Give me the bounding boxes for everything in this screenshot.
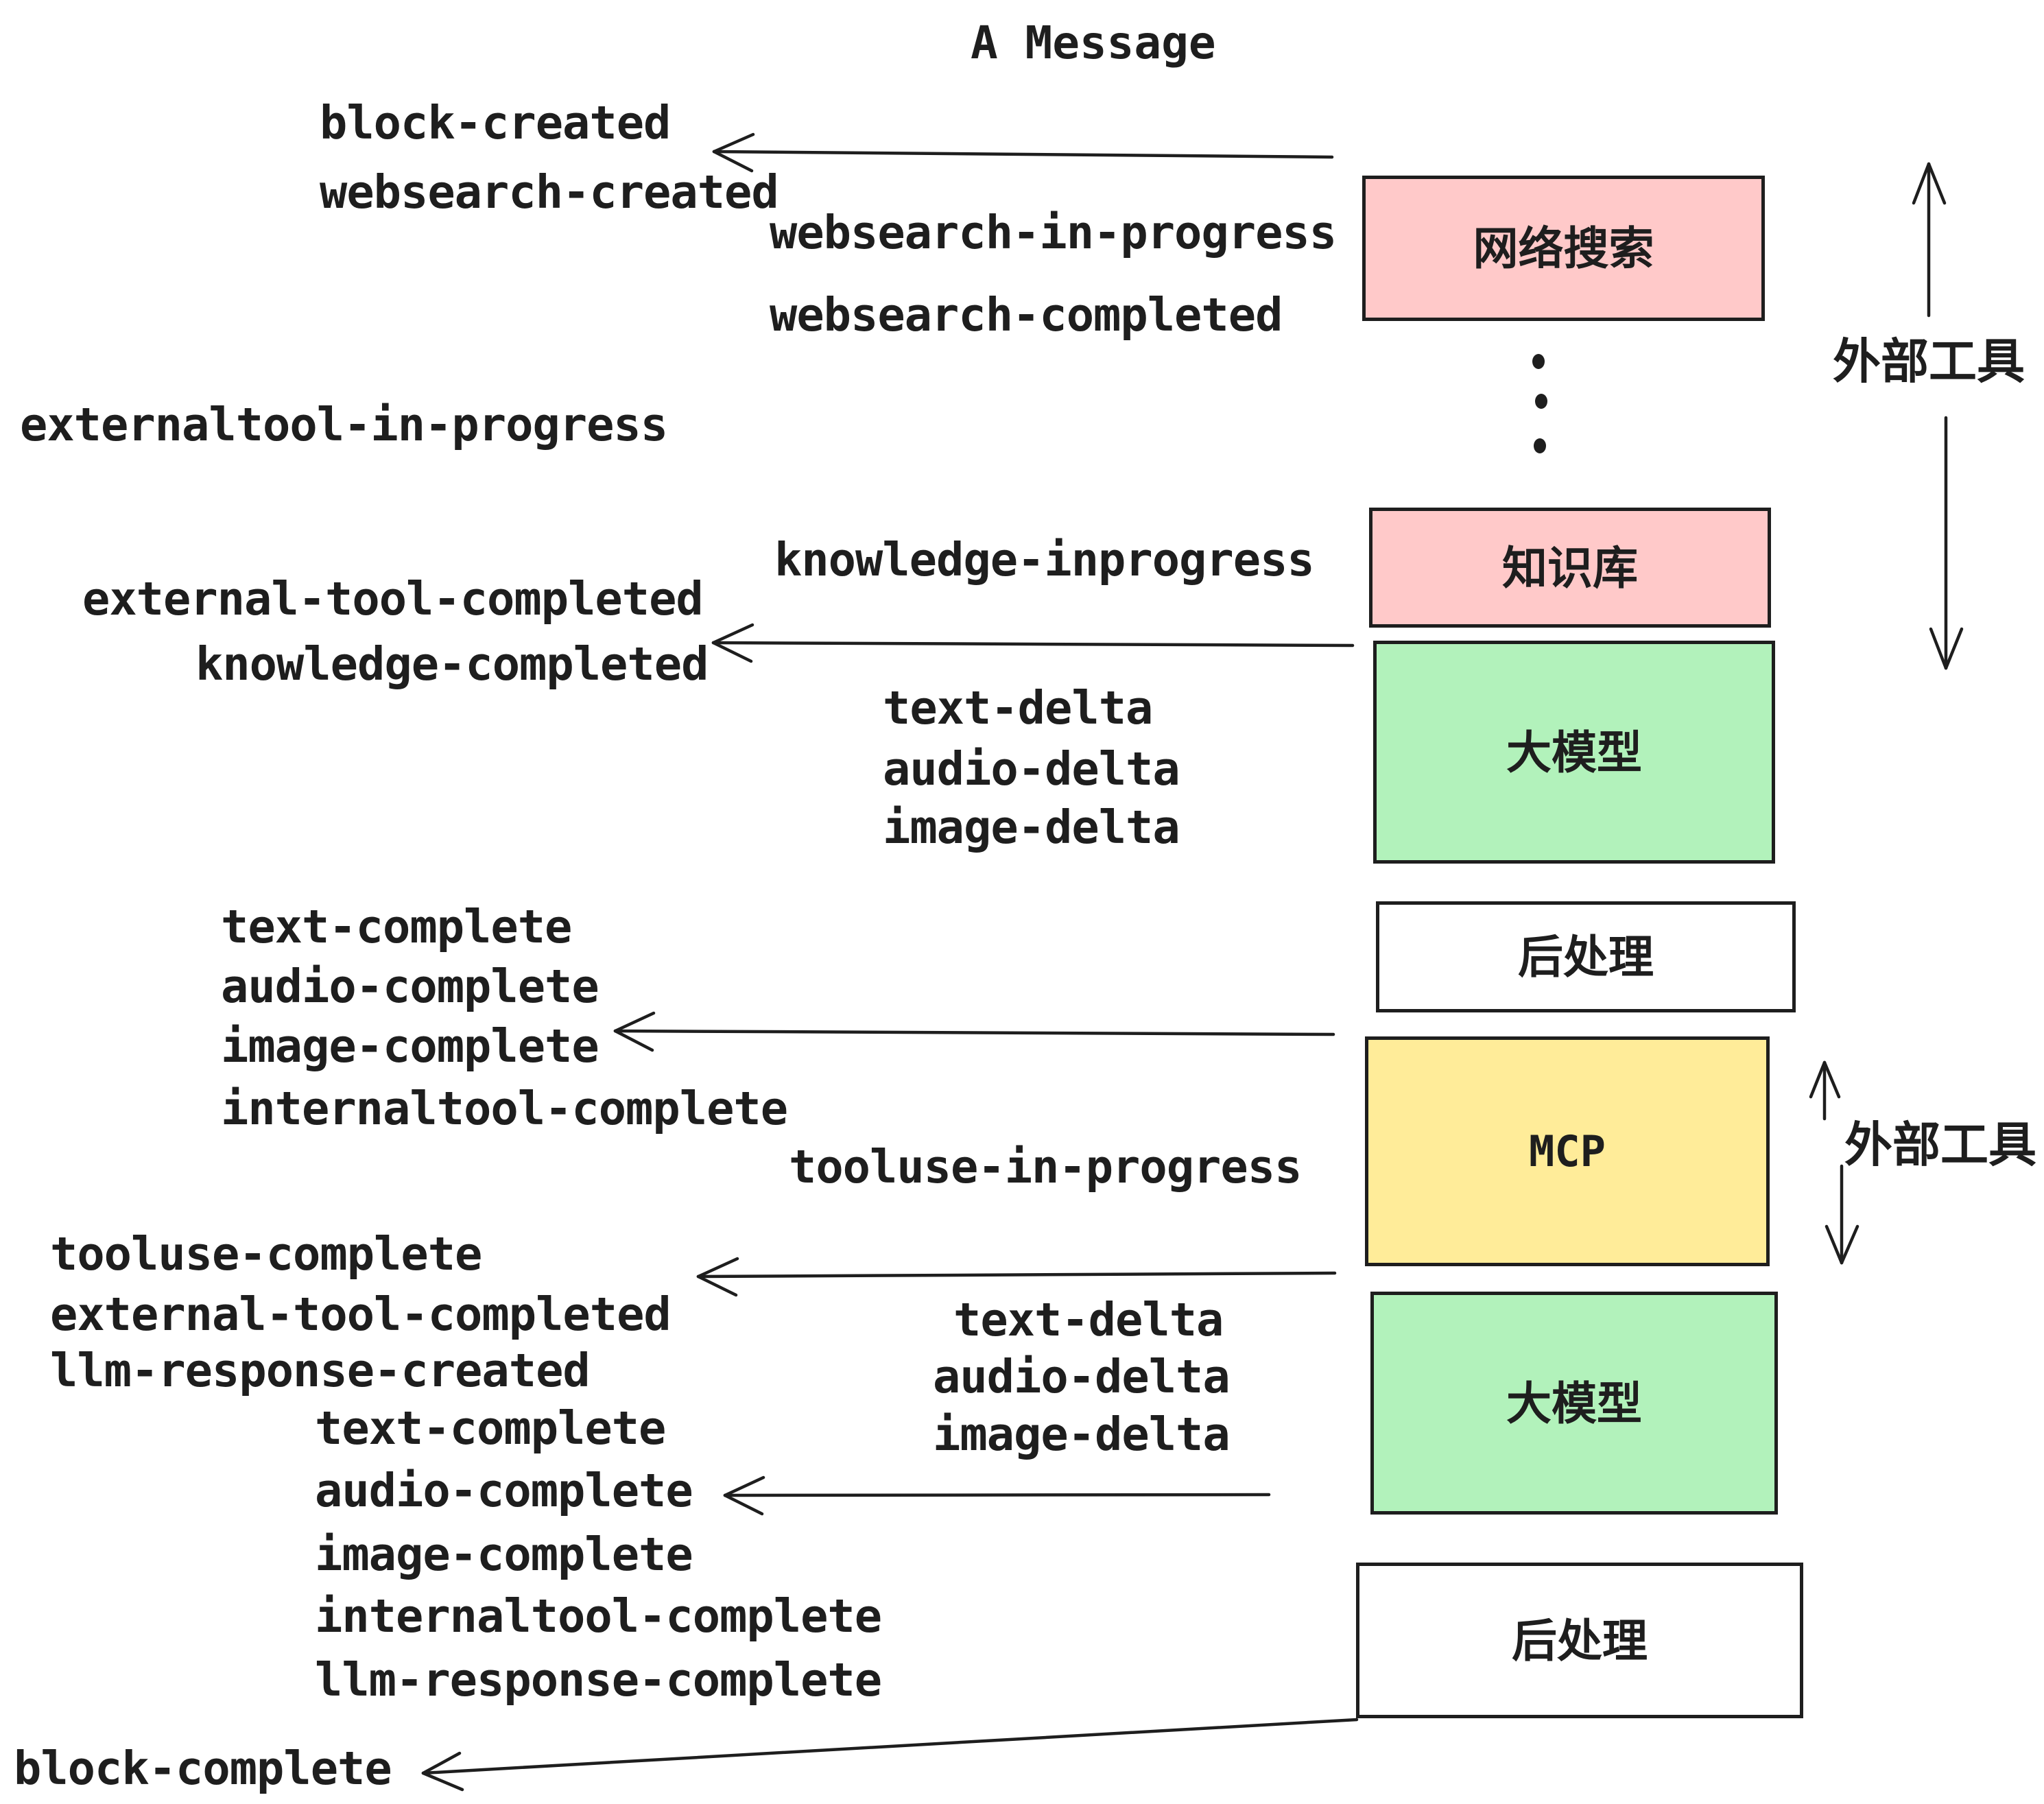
external-tools-label-top: 外部工具 <box>1833 335 2025 388</box>
box-llm-2: 大模型 <box>1370 1292 1778 1515</box>
event-audio-complete: audio-complete <box>221 960 599 1013</box>
event-text-delta: text-delta <box>883 681 1153 735</box>
box-mcp: MCP <box>1365 1036 1770 1266</box>
box-postprocess-1: 后处理 <box>1376 901 1796 1012</box>
external-tools-label-bottom: 外部工具 <box>1844 1118 2036 1172</box>
event-websearch-completed: websearch-completed <box>770 288 1283 342</box>
event-llm-response-complete: llm-response-complete <box>315 1653 882 1707</box>
box-knowledge-base-label: 知识库 <box>1502 542 1638 593</box>
box-postprocess-2-label: 后处理 <box>1512 1615 1648 1666</box>
event-knowledge-inprogress: knowledge-inprogress <box>774 533 1315 586</box>
page-title: A Message <box>971 16 1216 69</box>
event-websearch-in-progress: websearch-in-progress <box>770 206 1337 259</box>
event-block-complete: block-complete <box>14 1742 392 1795</box>
event-knowledge-completed: knowledge-completed <box>195 637 709 691</box>
box-llm-1-label: 大模型 <box>1506 726 1642 778</box>
event-block-created: block-created <box>320 96 671 150</box>
event-text-complete: text-complete <box>221 900 572 953</box>
event-audio-delta-2: audio-delta <box>933 1350 1231 1403</box>
event-tooluse-complete: tooluse-complete <box>50 1227 482 1281</box>
event-image-delta-2: image-delta <box>933 1408 1231 1461</box>
arrow-knowledge-completed-icon <box>711 623 1355 663</box>
event-internaltool-complete: internaltool-complete <box>221 1082 788 1135</box>
box-knowledge-base: 知识库 <box>1369 508 1771 628</box>
event-image-complete: image-complete <box>221 1019 599 1073</box>
arrow-tooluse-complete-icon <box>696 1257 1337 1297</box>
box-llm-2-label: 大模型 <box>1506 1377 1642 1429</box>
box-mcp-label: MCP <box>1529 1126 1606 1176</box>
event-image-complete-2: image-complete <box>315 1528 693 1581</box>
box-websearch-label: 网络搜索 <box>1473 223 1654 274</box>
event-text-delta-2: text-delta <box>953 1293 1224 1346</box>
box-websearch: 网络搜索 <box>1362 176 1765 321</box>
arrow-audio-complete-icon <box>723 1475 1271 1516</box>
box-postprocess-1-label: 后处理 <box>1518 931 1654 982</box>
box-llm-1: 大模型 <box>1373 641 1775 864</box>
event-text-complete-2: text-complete <box>315 1401 666 1455</box>
arrow-block-complete-icon <box>421 1718 1359 1792</box>
event-websearch-created: websearch-created <box>320 165 779 219</box>
arrow-image-complete-icon <box>613 1011 1335 1052</box>
event-external-tool-completed-2: external-tool-completed <box>50 1287 672 1341</box>
box-postprocess-2: 后处理 <box>1356 1563 1803 1718</box>
event-audio-complete-2: audio-complete <box>315 1464 693 1517</box>
external-tools-range-arrow-top-icon <box>1912 162 1964 670</box>
arrow-websearch-created-icon <box>712 132 1334 173</box>
event-internaltool-complete-2: internaltool-complete <box>315 1589 882 1643</box>
event-llm-response-created: llm-response-created <box>50 1344 591 1397</box>
event-audio-delta: audio-delta <box>883 742 1180 796</box>
event-image-delta: image-delta <box>883 800 1180 854</box>
event-tooluse-in-progress: tooluse-in-progress <box>789 1140 1302 1194</box>
more-tools-ellipsis-icon <box>1532 354 1547 453</box>
event-externaltool-in-progress: externaltool-in-progress <box>20 398 668 451</box>
event-external-tool-completed: external-tool-completed <box>82 572 704 626</box>
